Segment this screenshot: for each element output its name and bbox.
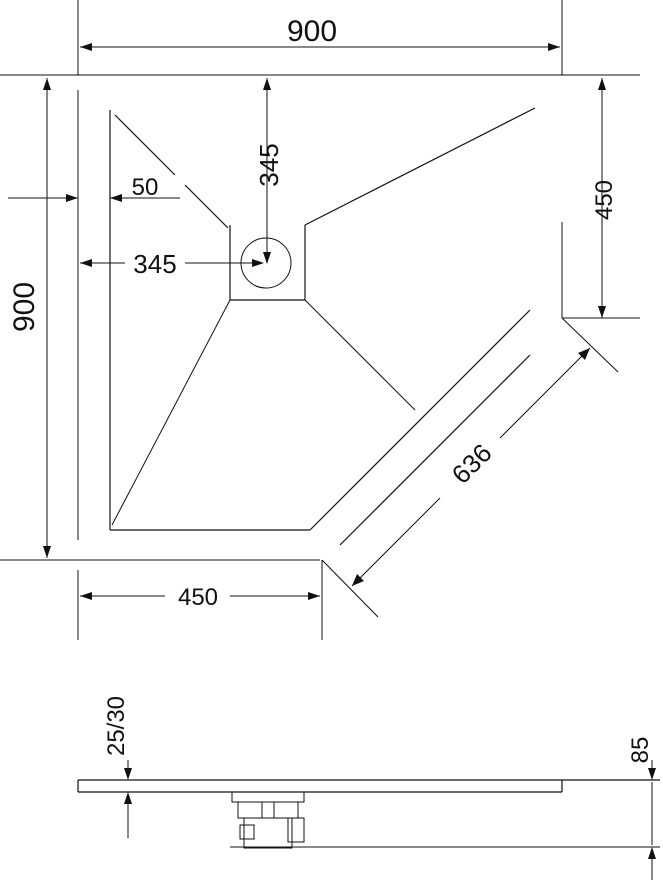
label-bottom-width: 450 bbox=[178, 584, 218, 611]
dimension-profile-thickness bbox=[124, 760, 132, 838]
extension-lines bbox=[0, 0, 640, 640]
tray-outline bbox=[109, 107, 536, 546]
label-drain-vertical: 345 bbox=[254, 143, 284, 186]
side-profile bbox=[77, 779, 660, 848]
dimension-diagonal bbox=[351, 347, 591, 587]
label-drain-horizontal: 345 bbox=[133, 249, 176, 279]
dimension-top-width bbox=[80, 43, 560, 51]
slope-lines bbox=[111, 299, 416, 526]
label-right-height: 450 bbox=[591, 180, 618, 220]
label-profile-thickness: 25/30 bbox=[103, 696, 130, 756]
label-top-width: 900 bbox=[287, 15, 337, 48]
dimension-rim bbox=[8, 194, 180, 202]
dimension-left-height bbox=[43, 78, 51, 558]
dimension-bottom-width bbox=[80, 592, 320, 600]
label-profile-height: 85 bbox=[627, 737, 654, 764]
dimension-profile-height bbox=[648, 760, 656, 880]
dimension-drain-horizontal bbox=[80, 259, 264, 267]
dimension-drain-vertical bbox=[263, 78, 271, 264]
dimension-right-height bbox=[598, 78, 606, 318]
label-rim: 50 bbox=[132, 174, 159, 201]
label-left-height: 900 bbox=[8, 282, 41, 332]
drain-trap bbox=[231, 791, 305, 849]
label-diagonal: 636 bbox=[446, 438, 498, 490]
